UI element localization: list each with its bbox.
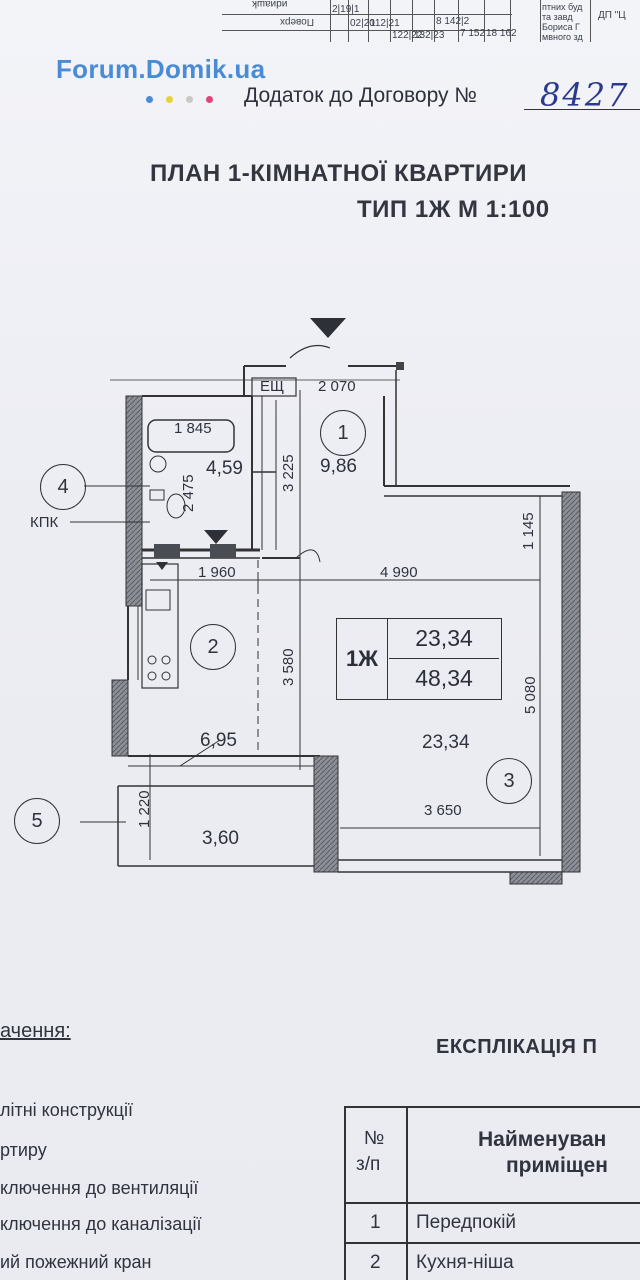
dimension-label: 1 220: [136, 790, 153, 828]
room-area: 9,86: [320, 456, 357, 477]
toilet-icon: [166, 493, 186, 519]
top-table-fragment: иdиашk Поверх 2|19|1 02|20 112|21 122|22…: [222, 0, 640, 44]
legend-item: ключення до каналізації: [0, 1214, 202, 1234]
total-area: 48,34: [415, 665, 473, 691]
apartment-type: 1Ж: [337, 619, 388, 699]
dimension-label: 5 080: [522, 676, 539, 714]
side-note: птних буд: [542, 2, 583, 12]
wall-balcony-right: [313, 755, 339, 873]
side-note: Бориса Г: [542, 22, 580, 32]
dimension-label: 1 145: [520, 512, 537, 550]
dimension-label: 4 990: [380, 564, 418, 581]
dimension-label: 1 960: [198, 564, 236, 581]
callout-number: 5: [14, 798, 60, 844]
legend-item: ртиру: [0, 1140, 47, 1160]
sink-icon: [149, 455, 167, 473]
table-row-name: Передпокій: [416, 1212, 517, 1233]
header-name: Найменуван: [478, 1128, 607, 1151]
watermark-text: Forum.Domik.ua: [56, 54, 266, 84]
dimension-label: 2 475: [180, 474, 197, 512]
header-number-sub: з/п: [356, 1154, 381, 1175]
wall-left-upper: [125, 395, 143, 607]
room-area: 6,95: [200, 730, 237, 751]
explication-table: № з/п Найменуван приміщен 1 Передпокій 2…: [344, 1106, 640, 1280]
side-note: та завд: [542, 12, 573, 22]
watermark-dot: [146, 96, 153, 103]
floor-plan: ЕЩ 2 070 1 845 4,59 2 475 3 225 1 9,86 1…: [0, 300, 640, 900]
handwritten-contract-number: 8427: [540, 76, 630, 114]
entrance-marker: [310, 318, 346, 338]
apartment-area-box: 1Ж 23,34 48,34: [336, 618, 502, 700]
kitchen-counter: [141, 563, 179, 689]
dimension-label: 2 070: [318, 378, 356, 395]
legend-item: літні конструкції: [0, 1100, 133, 1120]
legend-title: ачення:: [0, 1020, 71, 1042]
header-number: №: [364, 1128, 385, 1149]
table-cell: 122|22: [392, 30, 423, 41]
annex-label: Додаток до Договору №: [244, 84, 477, 107]
watermark-dot: [206, 96, 213, 103]
ventilation-marker: [204, 530, 228, 544]
living-area: 23,34: [389, 619, 499, 659]
table-cell: 132|23: [414, 30, 445, 41]
table-cell: Поверх: [280, 16, 314, 27]
table-row-name: Кухня-ніша: [416, 1252, 514, 1273]
explication-title: ЕКСПЛІКАЦІЯ П: [436, 1036, 598, 1058]
watermark-dots: [146, 90, 226, 108]
room-number: 2: [190, 624, 236, 670]
callout-label: КПК: [30, 514, 59, 531]
table-cell: 2|19|1: [332, 4, 360, 15]
dimension-label: 3 225: [280, 454, 297, 492]
electrical-panel-label: ЕЩ: [260, 378, 285, 395]
watermark-dot: [186, 96, 193, 103]
bathtub-icon: [147, 419, 235, 453]
table-cell: 8 142|2: [436, 16, 470, 27]
legend-item: ий пожежний кран: [0, 1252, 152, 1272]
floor-plan-drawing: [70, 318, 581, 885]
bathroom-area: 4,59: [206, 458, 243, 479]
room-number: 3: [486, 758, 532, 804]
dimension-label: 3 650: [424, 802, 462, 819]
table-cell: 18 162: [486, 28, 517, 39]
table-cell: иdиашk: [252, 0, 288, 9]
table-cell: 112|21: [370, 18, 400, 29]
watermark-dot: [166, 96, 173, 103]
callout-number: 4: [40, 464, 86, 510]
header-name-sub: приміщен: [506, 1154, 608, 1177]
room-number: 1: [320, 410, 366, 456]
side-note: мвного зд: [542, 32, 583, 42]
balcony-area: 3,60: [202, 828, 239, 849]
door-swing: [289, 345, 331, 359]
table-row-number: 1: [370, 1212, 381, 1233]
legend-item: ключення до вентиляції: [0, 1178, 199, 1198]
bathtub-label: 1 845: [174, 420, 212, 437]
room-area: 23,34: [422, 732, 470, 753]
side-note: ДП "Ц: [598, 10, 626, 21]
table-cell: 02|20: [350, 18, 375, 29]
dimension-label: 3 580: [280, 648, 297, 686]
plan-subtitle: ТИП 1Ж М 1:100: [357, 196, 550, 223]
wall-left-lower: [111, 679, 129, 757]
table-row-number: 2: [370, 1252, 381, 1273]
wall-right: [561, 491, 581, 873]
plan-title: ПЛАН 1-КІМНАТНОЇ КВАРТИРИ: [150, 160, 527, 187]
table-cell: 7 152: [460, 28, 486, 39]
annex-underline: [524, 109, 640, 110]
